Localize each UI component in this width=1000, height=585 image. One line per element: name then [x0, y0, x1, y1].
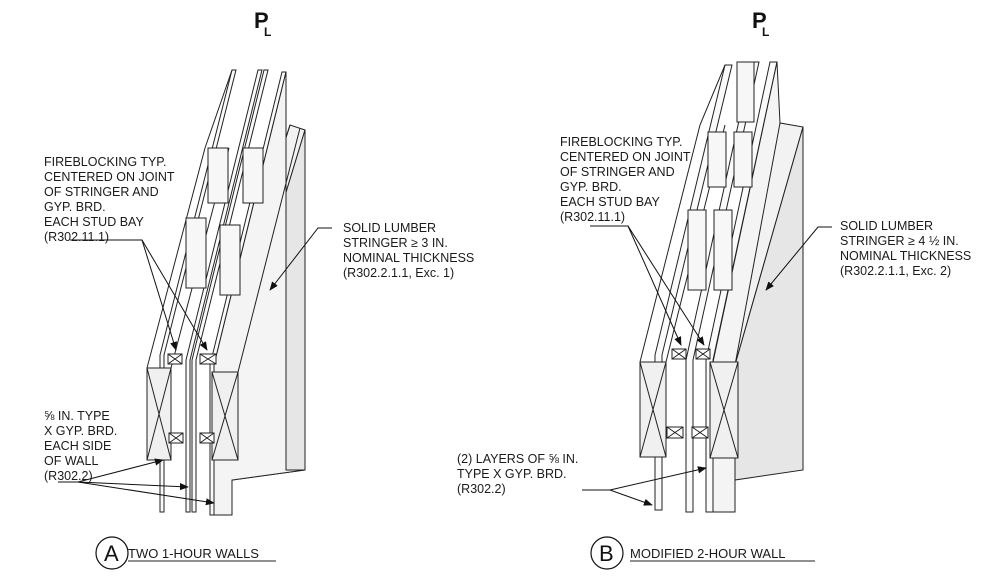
fireblocking-blocks-b	[666, 348, 711, 439]
centerline-mark-a: P L	[254, 8, 271, 39]
studs-b	[639, 61, 755, 459]
svg-text:L: L	[762, 25, 769, 39]
wall-b-drawing: P L	[457, 8, 975, 570]
caption-b-letter: B	[599, 541, 614, 566]
stringer-note-a: SOLID LUMBER STRINGER ≥ 3 IN. NOMINAL TH…	[343, 221, 478, 280]
centerline-mark-b: P L	[752, 8, 769, 39]
stringer-note-b: SOLID LUMBER STRINGER ≥ 4 ½ IN. NOMINAL …	[840, 219, 975, 278]
gypsum-note-b: (2) LAYERS OF ⅝ IN. TYPE X GYP. BRD. (R3…	[457, 452, 582, 496]
caption-a: A TWO 1-HOUR WALLS	[95, 536, 276, 570]
leaders-b	[582, 225, 832, 506]
fireblocking-note-b: FIREBLOCKING TYP. CENTERED ON JOINT OF S…	[560, 135, 694, 224]
caption-a-title: TWO 1-HOUR WALLS	[128, 546, 259, 561]
svg-text:P: P	[752, 8, 767, 33]
gypsum-note-a: ⅝ IN. TYPE X GYP. BRD. EACH SIDE OF WALL…	[44, 409, 121, 483]
fireblocking-note-a: FIREBLOCKING TYP. CENTERED ON JOINT OF S…	[44, 155, 178, 244]
caption-a-letter: A	[104, 541, 119, 566]
leaders-a	[58, 227, 332, 506]
caption-b: B MODIFIED 2-HOUR WALL	[590, 536, 815, 570]
svg-text:P: P	[254, 8, 269, 33]
wall-a-drawing: P L	[44, 8, 478, 570]
svg-text:L: L	[264, 25, 271, 39]
caption-b-title: MODIFIED 2-HOUR WALL	[630, 546, 786, 561]
studs-a	[146, 69, 301, 461]
fireblocking-blocks-a	[167, 353, 217, 444]
